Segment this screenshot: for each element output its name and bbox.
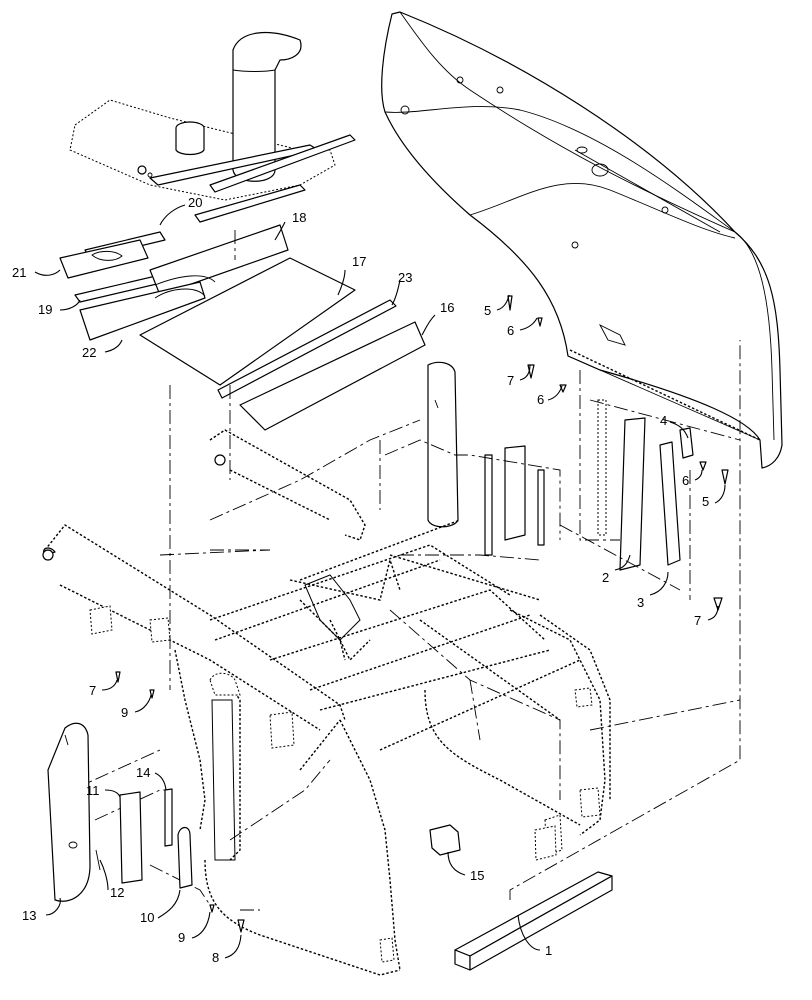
callout-7c: 7	[89, 683, 96, 698]
callout-4: 4	[660, 413, 667, 428]
callout-2: 2	[602, 570, 609, 585]
part-14	[164, 788, 173, 847]
callout-13: 13	[22, 908, 36, 923]
callout-17: 17	[352, 254, 366, 269]
callout-19: 19	[38, 302, 52, 317]
callout-12: 12	[110, 885, 124, 900]
panel-3	[659, 441, 681, 566]
callout-16: 16	[440, 300, 454, 315]
part-11	[119, 791, 143, 884]
callout-15: 15	[470, 868, 484, 883]
pad-21	[59, 239, 149, 279]
callout-5a: 5	[484, 303, 491, 318]
callout-14: 14	[136, 765, 150, 780]
callout-3: 3	[637, 595, 644, 610]
callout-22: 22	[82, 345, 96, 360]
bracket-4	[679, 427, 694, 459]
part-10	[177, 826, 193, 889]
callout-10: 10	[140, 910, 154, 925]
callout-21: 21	[12, 265, 26, 280]
hood-cover	[381, 11, 783, 469]
part-1-beam	[454, 871, 613, 971]
right-panels	[597, 399, 694, 571]
callout-7b: 7	[694, 613, 701, 628]
left-side-parts	[47, 722, 193, 902]
panel-2	[619, 417, 646, 571]
fasteners	[115, 295, 729, 933]
callout-23: 23	[398, 270, 412, 285]
callout-1: 1	[545, 943, 552, 958]
pad-16	[239, 321, 426, 431]
pad-22	[79, 281, 206, 341]
center-panels	[427, 361, 545, 556]
callout-6a: 6	[507, 323, 514, 338]
insulation-pads	[59, 224, 426, 431]
part-13	[47, 722, 91, 902]
callout-5b: 5	[702, 494, 709, 509]
callout-leaders	[34, 204, 726, 959]
callout-9a: 9	[121, 705, 128, 720]
callout-18: 18	[292, 210, 306, 225]
part-15-block	[429, 824, 557, 861]
callout-7a: 7	[507, 373, 514, 388]
top-plate-assembly	[69, 31, 356, 223]
pad-18	[149, 224, 289, 296]
assembly-lines	[49, 230, 741, 911]
callout-9b: 9	[178, 930, 185, 945]
callout-11: 11	[86, 783, 100, 798]
callout-8: 8	[212, 950, 219, 965]
pad-17	[139, 257, 356, 386]
callout-6b: 6	[537, 392, 544, 407]
callout-labels: 1 2 3 4 5 5 6 6 6 7 7 7 8 9 9 10 11 12 1…	[12, 195, 709, 965]
cab-frame	[42, 429, 611, 976]
pad-23	[217, 299, 397, 399]
callout-6c: 6	[682, 473, 689, 488]
callout-20: 20	[188, 195, 202, 210]
